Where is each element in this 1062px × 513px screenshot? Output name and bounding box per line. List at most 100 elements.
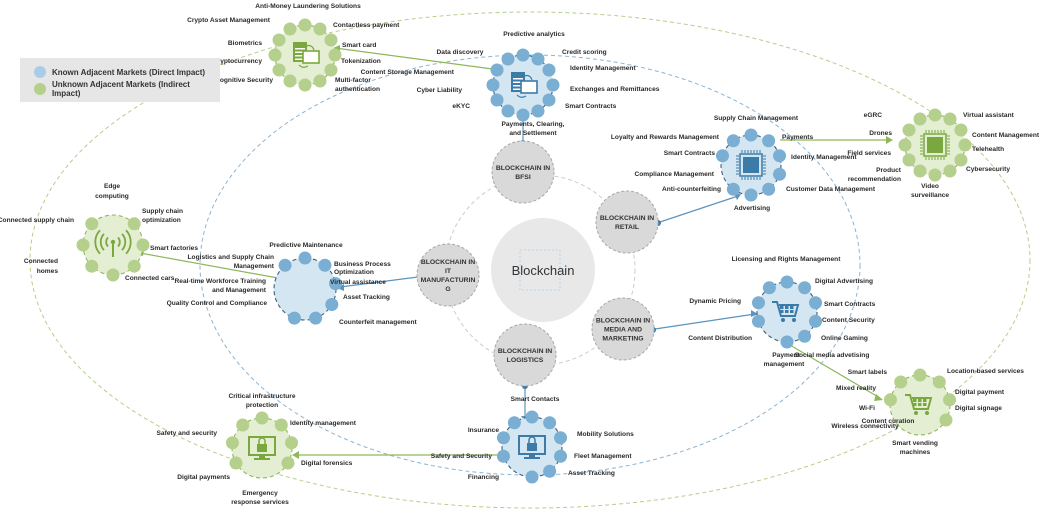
market-label: Digital forensics — [301, 460, 353, 467]
market-subnode — [324, 33, 338, 47]
antenna-icon — [94, 229, 132, 257]
arrow-head — [751, 310, 758, 317]
market-label: Optimization — [334, 269, 374, 276]
market-label: management — [764, 361, 805, 368]
market-label: Safety and Security — [431, 453, 493, 460]
market-label: authentication — [335, 86, 380, 93]
market-label: Counterfeit management — [339, 319, 417, 326]
market-retail-market[interactable] — [715, 128, 787, 202]
arrow-head — [886, 136, 893, 144]
market-subnode — [507, 416, 521, 430]
arrow-head — [292, 451, 299, 459]
legend-unknown: Unknown Adjacent Markets (Indirect Impac… — [34, 80, 220, 98]
segment-label: LOGISTICS — [507, 357, 544, 364]
market-label: homes — [37, 268, 59, 275]
market-label: Content Management — [972, 132, 1040, 139]
market-label: Payments, Clearing, — [501, 121, 564, 128]
market-subnode — [136, 238, 150, 252]
market-label: Advertising — [734, 205, 770, 212]
market-subnode — [516, 108, 530, 122]
segment-label: BLOCKCHAIN IN — [596, 318, 650, 325]
segment-label: BLOCKCHAIN IN — [600, 215, 654, 222]
segment-label: G — [445, 286, 450, 293]
market-subnode — [943, 393, 957, 407]
market-subnode — [106, 268, 120, 282]
market-label: Insurance — [468, 427, 499, 434]
market-label: protection — [246, 402, 278, 409]
market-subnode — [298, 18, 312, 32]
market-subnode — [325, 298, 339, 311]
market-label: Tokenization — [341, 58, 381, 65]
market-label: Supply Chain Management — [714, 115, 799, 122]
market-subnode — [328, 48, 342, 62]
market-label: Content curation — [862, 418, 915, 425]
legend-known-label: Known Adjacent Markets (Direct Impact) — [52, 67, 206, 77]
market-subnode — [902, 153, 916, 167]
market-label: Multi-factor — [335, 77, 371, 84]
market-subnode — [531, 104, 545, 118]
market-subnode — [318, 258, 332, 272]
market-label: Biometrics — [228, 40, 262, 47]
market-subnode — [928, 168, 942, 182]
market-subnode — [554, 431, 568, 445]
market-subnode — [272, 33, 286, 47]
market-media-market[interactable] — [751, 275, 823, 349]
market-subnode — [287, 311, 301, 325]
market-label: Mixed reality — [836, 385, 876, 392]
market-subnode — [516, 48, 530, 62]
market-label: Mobility Solutions — [577, 431, 634, 438]
market-tech-market[interactable] — [898, 108, 972, 182]
market-subnode — [780, 275, 794, 289]
market-subnode — [283, 22, 297, 36]
documents-monitor-icon — [293, 42, 320, 68]
market-subnode — [274, 418, 288, 432]
market-label: Product — [876, 167, 902, 174]
market-label: Payment — [772, 352, 800, 359]
market-logistics-market[interactable] — [496, 410, 568, 484]
market-subnode — [943, 164, 957, 178]
market-crypto-market[interactable] — [268, 18, 342, 92]
market-subnode — [798, 281, 812, 295]
core-label: Blockchain — [512, 263, 575, 278]
market-subnode — [278, 258, 292, 272]
market-subnode — [762, 134, 776, 148]
chip-icon — [736, 150, 766, 180]
arrow-head — [874, 394, 883, 401]
monitor-lock-icon — [248, 436, 276, 460]
connector-it — [339, 276, 419, 288]
market-label: Crypto Asset Management — [187, 17, 271, 24]
market-security-market[interactable] — [225, 411, 299, 479]
connector-it-iot — [139, 252, 279, 279]
market-it-market[interactable] — [273, 251, 343, 325]
connector-retail — [659, 195, 739, 223]
market-iot-market[interactable] — [76, 214, 150, 282]
market-subnode — [715, 149, 729, 163]
connector-bfsi-crypto — [334, 47, 501, 71]
market-label: Cyber Liability — [417, 87, 463, 94]
connector-media — [654, 313, 756, 330]
market-label: Smart labels — [848, 369, 888, 376]
market-subnode — [268, 48, 282, 62]
market-label: Logistics and Supply Chain — [188, 254, 274, 261]
market-label: Credit scoring — [562, 49, 607, 56]
market-smart-retail-market[interactable] — [883, 368, 957, 436]
market-label: Anti-Money Laundering Solutions — [255, 3, 361, 10]
market-label: response services — [231, 499, 289, 506]
market-subnode — [298, 78, 312, 92]
market-subnode — [954, 153, 968, 167]
market-subnode — [542, 93, 556, 107]
market-bfsi-market[interactable] — [486, 48, 560, 122]
market-subnode — [798, 329, 812, 343]
market-subnode — [726, 134, 740, 148]
market-label: eGRC — [864, 112, 883, 119]
market-label: Customer Data Management — [786, 186, 876, 193]
market-subnode — [554, 449, 568, 463]
market-subnode — [85, 259, 99, 273]
